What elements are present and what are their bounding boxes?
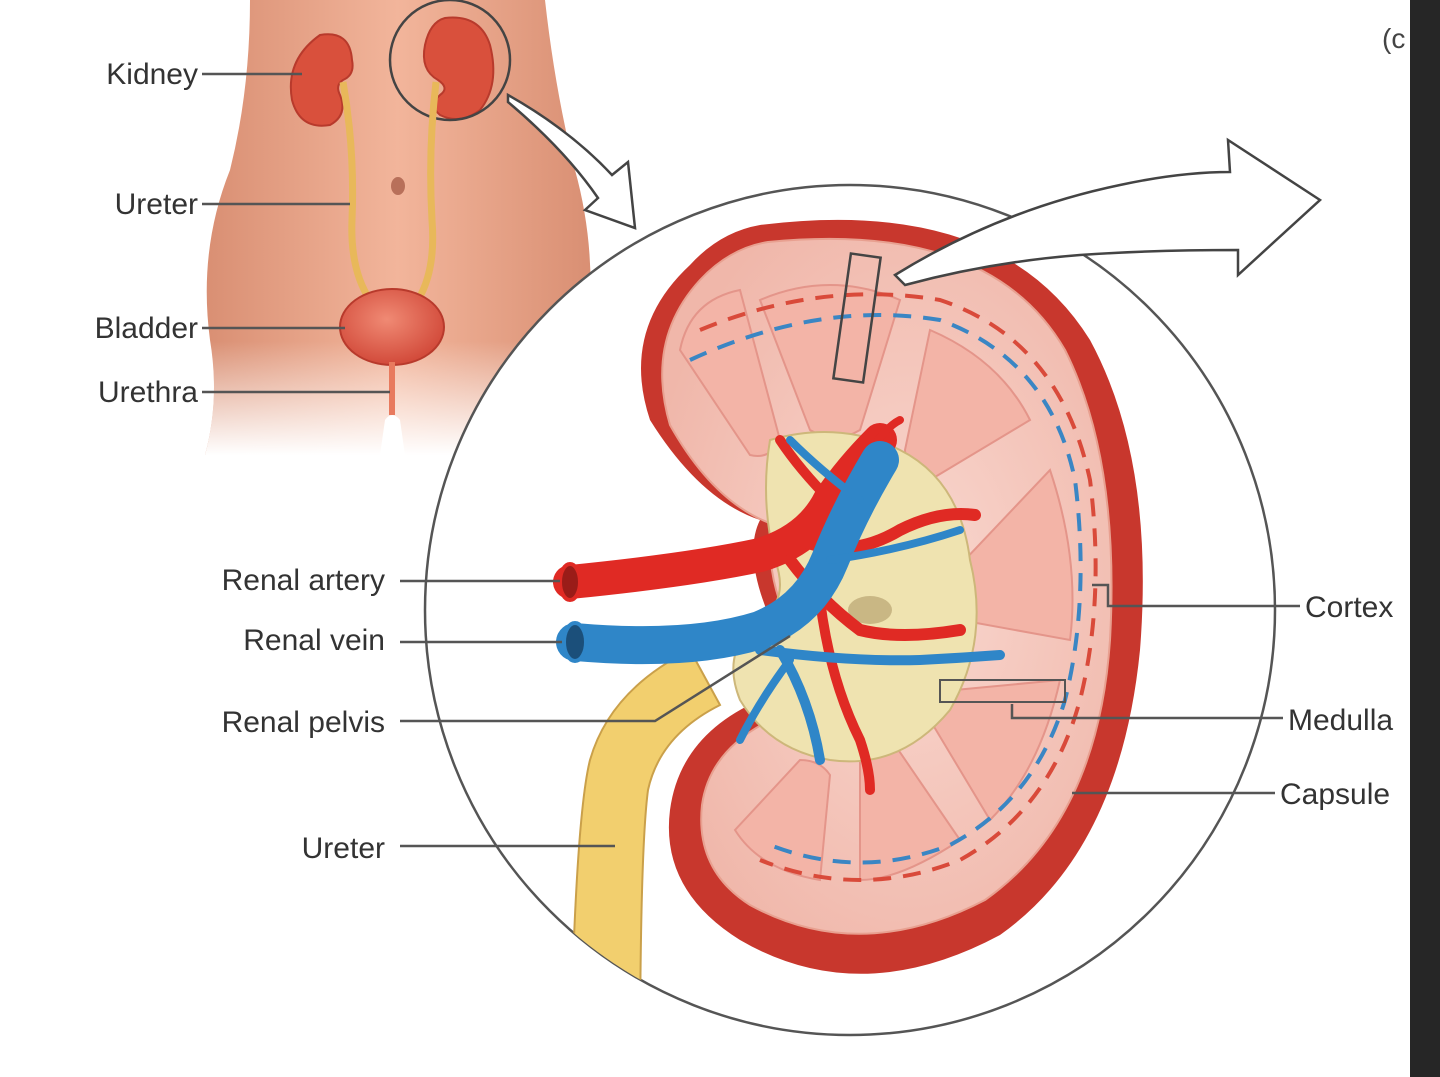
label-urethra: Urethra: [98, 376, 198, 409]
leader-renal-pelvis: [400, 634, 791, 723]
label-renal-pelvis: Renal pelvis: [222, 706, 385, 739]
renal-artery-opening: [558, 562, 582, 602]
label-renal-vein: Renal vein: [243, 624, 385, 657]
medullary-pyramids: [678, 284, 1074, 882]
panel-corner-label: (c: [1382, 23, 1405, 54]
renal-vein: [556, 436, 1005, 765]
section-labels: Renal artery Renal vein Renal pelvis Ure…: [222, 564, 1394, 865]
label-medulla: Medulla: [1288, 704, 1393, 737]
kidney-left: [289, 33, 354, 127]
leader-cortex: [1092, 583, 1300, 608]
pelvis-opening: [848, 596, 892, 624]
arcuate-artery-dashed: [699, 292, 1098, 882]
ureter-left: [339, 81, 373, 302]
kidney-section: [553, 219, 1143, 1035]
ureter-right: [414, 81, 440, 302]
pyramid-7: [678, 288, 782, 457]
body-labels: Kidney Ureter Bladder Urethra: [95, 58, 390, 409]
zoom-arrow-small: [506, 92, 637, 230]
arcuate-vein-dashed: [689, 313, 1083, 865]
medulla-inset-box: [939, 679, 1066, 703]
label-capsule: Capsule: [1280, 778, 1390, 811]
leader-medulla: [1010, 704, 1283, 720]
label-ureter-bottom: Ureter: [302, 832, 385, 865]
label-bladder: Bladder: [95, 312, 198, 345]
label-ureter-top: Ureter: [115, 188, 198, 221]
label-cortex: Cortex: [1305, 591, 1393, 624]
torso-illustration: [205, 0, 591, 455]
cortex-inset-box: [831, 252, 883, 384]
label-renal-artery: Renal artery: [222, 564, 385, 597]
zoom-arrow-large: [892, 137, 1323, 287]
kidney-magnifier-circle: [388, 0, 512, 122]
window-edge-bar: [1410, 0, 1440, 1077]
label-kidney: Kidney: [106, 58, 198, 91]
bladder: [339, 288, 445, 366]
renal-vein-opening: [562, 621, 588, 663]
